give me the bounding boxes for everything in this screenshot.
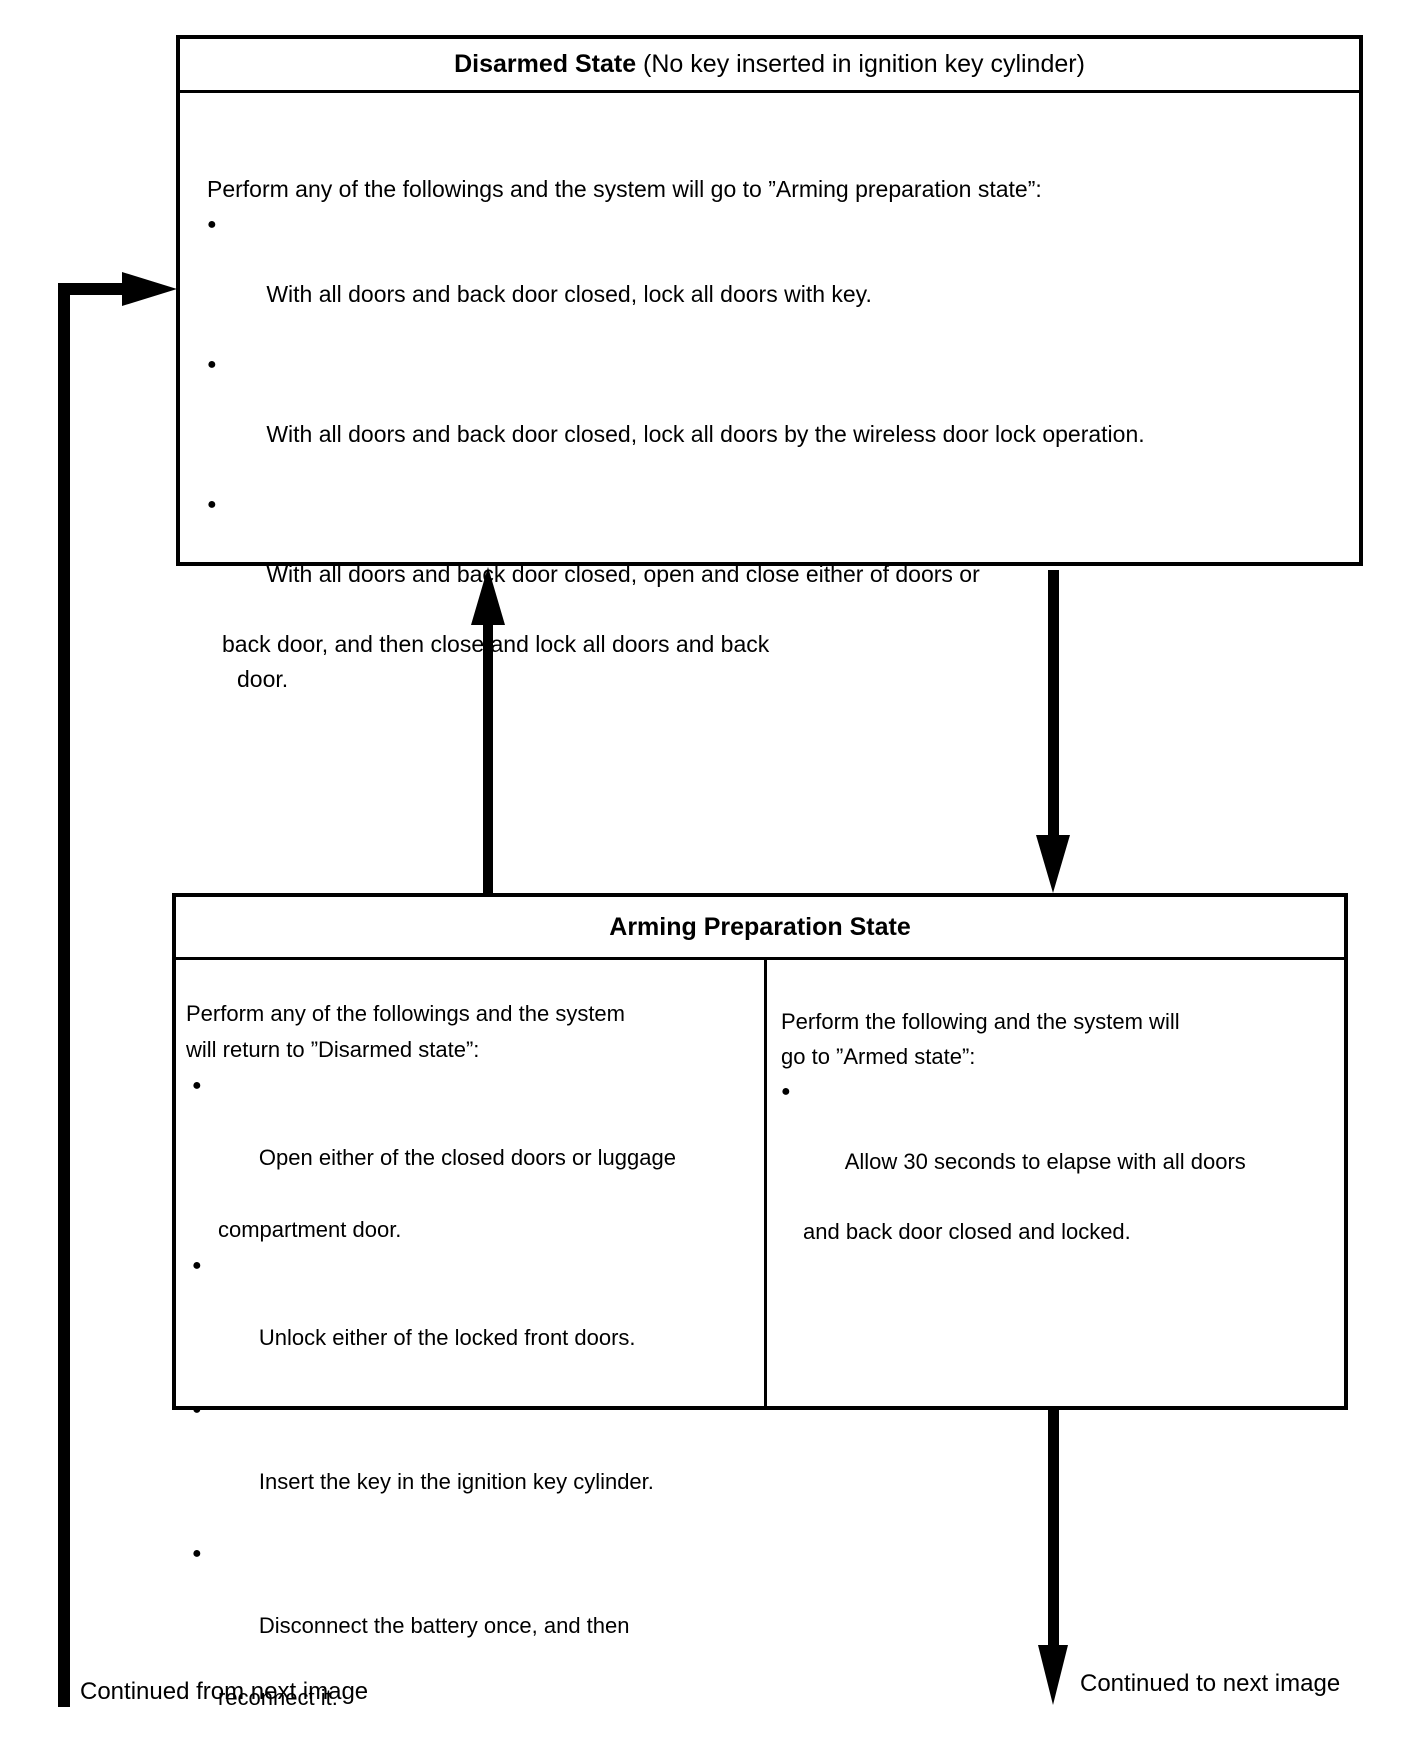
- arming-left-cell: Perform any of the followings and the sy…: [176, 960, 767, 1710]
- arming-left-bullet-4-line-1: Disconnect the battery once, and then: [258, 1613, 630, 1638]
- bullet-icon: ●: [192, 1545, 202, 1562]
- arming-left-intro-line-1: Perform any of the followings and the sy…: [186, 1001, 625, 1026]
- arming-right-bullet-1: ● Allow 30 seconds to elapse with all do…: [781, 1074, 1338, 1214]
- disarmed-title-bold: Disarmed State: [454, 50, 637, 78]
- bullet-icon: ●: [192, 1077, 202, 1094]
- arming-left-bullet-2: ● Unlock either of the locked front door…: [186, 1248, 758, 1392]
- disarmed-state-body: Perform any of the followings and the sy…: [180, 93, 1359, 697]
- continued-to-caption: Continued to next image: [1080, 1670, 1341, 1697]
- bullet-icon: ●: [207, 216, 217, 233]
- arrow-right-icon: [122, 272, 177, 306]
- arming-left-bullet-4-line-2: reconnect it.: [218, 1685, 338, 1710]
- bullet-icon: ●: [192, 1257, 202, 1274]
- arrow-down-icon: [1036, 835, 1070, 893]
- arming-right-intro-line-2: go to ”Armed state”:: [781, 1044, 976, 1069]
- bullet-icon: ●: [207, 356, 217, 373]
- arming-right-cell: Perform the following and the system wil…: [767, 960, 1344, 1406]
- arming-left-bullet-2-text: Unlock either of the locked front doors.: [258, 1325, 636, 1350]
- disarmed-state-title: Disarmed State (No key inserted in ignit…: [180, 39, 1359, 93]
- arrow-down-icon: [1038, 1645, 1068, 1705]
- disarmed-bullet-1: ● With all doors and back door closed, l…: [207, 207, 1345, 347]
- bullet-icon: ●: [192, 1401, 202, 1418]
- arming-state-title: Arming Preparation State: [176, 897, 1344, 960]
- arming-right-intro-line-1: Perform the following and the system wil…: [781, 1009, 1180, 1034]
- arming-right-bullet-1-line-1: Allow 30 seconds to elapse with all door…: [844, 1149, 1246, 1174]
- arming-preparation-state-box: Arming Preparation State Perform any of …: [172, 893, 1348, 1710]
- disarmed-title-rest: (No key inserted in ignition key cylinde…: [636, 50, 1085, 78]
- continued-from-caption: Continued from next image: [80, 1678, 369, 1705]
- up-arrow-shaft: [483, 620, 493, 893]
- arming-left-bullet-3: ● Insert the key in the ignition key cyl…: [186, 1392, 758, 1536]
- arming-left-intro-line-2: will return to ”Disarmed state”:: [186, 1037, 480, 1062]
- disarmed-intro: Perform any of the followings and the sy…: [207, 176, 1042, 202]
- disarmed-bullet-2-text: With all doors and back door closed, loc…: [266, 421, 1145, 447]
- continue-arrow-shaft: [1048, 1410, 1059, 1650]
- arming-left-bullet-1-line-1: Open either of the closed doors or lugga…: [258, 1145, 676, 1170]
- arming-left-bullet-1-line-2: compartment door.: [218, 1217, 402, 1242]
- bullet-icon: ●: [207, 496, 217, 513]
- disarmed-bullet-3-line-2: back door, and then close and lock all d…: [222, 631, 770, 657]
- disarmed-state-box: Disarmed State (No key inserted in ignit…: [176, 35, 1363, 692]
- arming-right-bullet-1-line-2: and back door closed and locked.: [803, 1219, 1131, 1244]
- arming-left-bullet-1: ● Open either of the closed doors or lug…: [186, 1068, 758, 1212]
- disarmed-bullet-3-line-1: With all doors and back door closed, ope…: [266, 561, 980, 587]
- disarmed-bullet-1-text: With all doors and back door closed, loc…: [266, 281, 872, 307]
- arming-state-columns: Perform any of the followings and the sy…: [176, 960, 1344, 1710]
- down-arrow-shaft: [1048, 570, 1059, 840]
- feedback-line-horizontal: [58, 283, 128, 295]
- arrow-up-icon: [471, 567, 505, 625]
- disarmed-bullet-2: ● With all doors and back door closed, l…: [207, 347, 1345, 487]
- disarmed-bullet-3-line-3: door.: [237, 666, 289, 692]
- arming-left-bullet-3-text: Insert the key in the ignition key cylin…: [258, 1469, 654, 1494]
- feedback-line-vertical: [58, 283, 70, 1707]
- bullet-icon: ●: [781, 1083, 791, 1100]
- disarmed-bullet-3: ● With all doors and back door closed, o…: [207, 487, 1345, 627]
- arming-left-bullet-4: ● Disconnect the battery once, and then: [186, 1536, 758, 1680]
